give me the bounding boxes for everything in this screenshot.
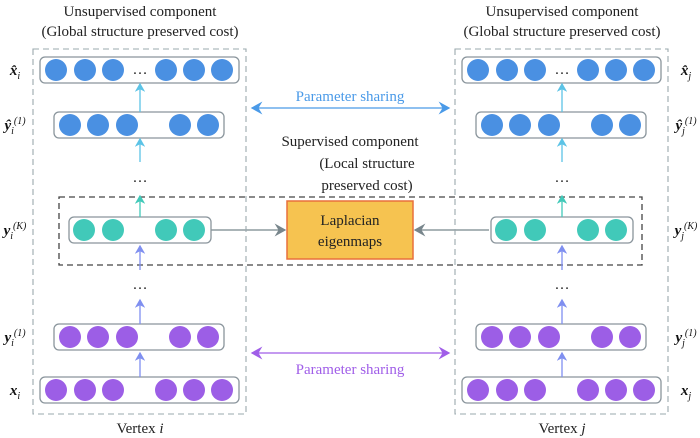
node-yhat1-1 [87,114,109,136]
vertex-i-column: Unsupervised component (Global structure … [2,4,247,437]
row-label-yhat1: ŷi(1) [2,116,26,137]
vertex-caption-var: j [579,421,585,437]
node-yK-3 [605,219,627,241]
vertex-caption-prefix: Vertex [116,421,159,437]
node-xhat-1 [74,59,96,81]
node-yhat1-0 [481,114,503,136]
unsupervised-subtitle: (Global structure preserved cost) [463,24,660,40]
node-yK-0 [495,219,517,241]
ellipsis: … [555,62,570,78]
node-xhat-0 [45,59,67,81]
parameter-sharing-bottom-label: Parameter sharing [296,362,405,378]
supervised-title: Supervised component [281,134,419,150]
supervised-region [58,196,643,266]
node-y1-2 [116,326,138,348]
node-yhat1-4 [619,114,641,136]
vertex-caption-var: i [159,421,163,437]
node-x-5 [633,379,655,401]
ellipsis-lower: … [133,277,148,293]
node-x-0 [467,379,489,401]
unsupervised-title: Unsupervised component [486,4,640,20]
node-y1-0 [481,326,503,348]
row-label-x: xj [680,383,692,402]
node-y1-1 [509,326,531,348]
row-label-x: xi [9,383,21,402]
row-label-xhat: x̂i [9,63,21,82]
node-yK-3 [183,219,205,241]
laplacian-label-line1: Laplacian [320,213,380,229]
vertex-caption: Vertex i [116,421,163,437]
node-y1-3 [591,326,613,348]
node-yhat1-3 [591,114,613,136]
vertex-j-column: Unsupervised component (Global structure … [454,4,698,437]
vertex-caption: Vertex j [538,421,585,437]
laplacian-eigenmaps-box [286,200,414,260]
node-y1-3 [169,326,191,348]
supervised-subtitle-1: (Local structure [319,156,415,172]
node-xhat-0 [467,59,489,81]
node-yhat1-4 [197,114,219,136]
vertex-i-region [32,48,247,415]
node-xhat-1 [496,59,518,81]
node-x-3 [577,379,599,401]
node-xhat-3 [155,59,177,81]
row-label-yK: yj(K) [673,221,698,242]
node-yhat1-2 [538,114,560,136]
node-yhat1-0 [59,114,81,136]
layer-x [461,376,662,404]
node-y1-4 [619,326,641,348]
node-xhat-5 [211,59,233,81]
node-x-0 [45,379,67,401]
row-label-y1: yj(1) [673,328,697,349]
ellipsis-upper: … [133,170,148,186]
unsupervised-subtitle: (Global structure preserved cost) [41,24,238,40]
laplacian-label-line2: eigenmaps [318,234,382,250]
node-xhat-2 [524,59,546,81]
node-yhat1-2 [116,114,138,136]
node-y1-0 [59,326,81,348]
node-x-2 [102,379,124,401]
supervised-subtitle-2: preserved cost) [321,178,412,194]
row-label-xhat: x̂j [680,63,692,82]
node-xhat-4 [605,59,627,81]
node-yhat1-1 [509,114,531,136]
row-label-y1: yi(1) [2,328,26,349]
row-label-yK: yi(K) [2,221,27,242]
node-x-4 [183,379,205,401]
node-y1-1 [87,326,109,348]
node-xhat-4 [183,59,205,81]
node-x-4 [605,379,627,401]
row-label-yhat1: ŷj(1) [673,116,697,137]
ellipsis-lower: … [555,277,570,293]
unsupervised-title: Unsupervised component [64,4,218,20]
node-x-1 [496,379,518,401]
node-xhat-3 [577,59,599,81]
layer-x [39,376,240,404]
node-yK-1 [524,219,546,241]
node-x-1 [74,379,96,401]
node-xhat-5 [633,59,655,81]
node-y1-4 [197,326,219,348]
node-yK-1 [102,219,124,241]
vertex-caption-prefix: Vertex [538,421,581,437]
node-yhat1-3 [169,114,191,136]
node-y1-2 [538,326,560,348]
node-yK-2 [577,219,599,241]
ellipsis-upper: … [555,170,570,186]
node-xhat-2 [102,59,124,81]
node-x-2 [524,379,546,401]
node-yK-2 [155,219,177,241]
vertex-j-region [454,48,669,415]
node-x-5 [211,379,233,401]
node-x-3 [155,379,177,401]
parameter-sharing-top-label: Parameter sharing [296,89,405,105]
ellipsis: … [133,62,148,78]
node-yK-0 [73,219,95,241]
